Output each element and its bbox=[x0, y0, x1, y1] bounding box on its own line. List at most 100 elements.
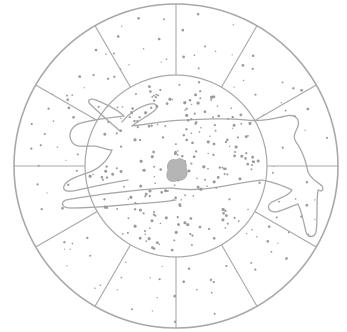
star-dot bbox=[194, 54, 196, 56]
star-dot bbox=[285, 110, 287, 112]
star-dot bbox=[159, 89, 161, 91]
star-dot bbox=[153, 247, 156, 250]
star-dot bbox=[111, 173, 114, 176]
star-dot bbox=[152, 151, 155, 154]
star-dot bbox=[258, 182, 260, 184]
star-dot bbox=[194, 123, 196, 125]
star-dot bbox=[67, 184, 69, 186]
star-dot bbox=[159, 168, 162, 171]
star-dot bbox=[31, 123, 33, 125]
star-dot bbox=[185, 139, 188, 142]
star-dot bbox=[125, 262, 126, 263]
star-dot bbox=[211, 292, 213, 294]
sector-divider bbox=[36, 212, 97, 248]
star-dot bbox=[78, 75, 81, 78]
star-dot bbox=[187, 119, 190, 122]
star-dot bbox=[194, 113, 196, 115]
star-dot bbox=[188, 224, 190, 226]
star-dot bbox=[159, 278, 161, 280]
star-dot bbox=[251, 229, 253, 231]
star-dot bbox=[129, 116, 131, 118]
star-dot bbox=[120, 145, 122, 147]
star-dot bbox=[252, 54, 255, 57]
star-dot bbox=[113, 52, 115, 54]
hare-hind-leg bbox=[262, 142, 323, 237]
star-dot bbox=[175, 143, 177, 145]
star-dot bbox=[184, 109, 185, 110]
star-dot bbox=[301, 89, 303, 91]
star-dot bbox=[164, 125, 166, 127]
star-dot bbox=[178, 203, 181, 206]
star-dot bbox=[63, 241, 65, 243]
star-dot bbox=[326, 137, 328, 139]
star-dot bbox=[84, 87, 85, 88]
star-dot bbox=[117, 107, 119, 109]
star-dot bbox=[161, 266, 162, 267]
star-dot bbox=[282, 81, 284, 83]
star-dot bbox=[77, 153, 79, 155]
star-dot bbox=[304, 130, 305, 131]
star-dot bbox=[246, 233, 247, 234]
star-dot bbox=[273, 166, 274, 167]
star-dot bbox=[185, 114, 188, 117]
star-dot bbox=[194, 93, 197, 96]
star-dot bbox=[222, 167, 224, 169]
star-dot bbox=[156, 241, 159, 244]
sector-divider bbox=[255, 212, 316, 248]
star-dot bbox=[117, 35, 120, 38]
star-dot bbox=[252, 68, 254, 70]
star-dot bbox=[46, 192, 47, 193]
star-dot bbox=[244, 157, 247, 160]
star-dot bbox=[155, 96, 157, 98]
star-dot bbox=[68, 106, 71, 109]
star-dot bbox=[157, 124, 159, 126]
star-dot bbox=[229, 146, 230, 147]
star-dot bbox=[174, 321, 176, 323]
sector-divider bbox=[222, 245, 258, 306]
star-dot bbox=[189, 99, 192, 102]
star-dot bbox=[105, 165, 107, 167]
star-dot bbox=[281, 102, 282, 103]
star-dot bbox=[250, 262, 252, 264]
star-dot bbox=[40, 144, 42, 146]
star-dot bbox=[248, 122, 251, 125]
star-dot bbox=[151, 96, 153, 98]
star-dot bbox=[149, 277, 150, 278]
star-dot bbox=[240, 155, 243, 158]
star-dot bbox=[164, 189, 167, 192]
star-dot bbox=[139, 185, 142, 188]
star-dot bbox=[136, 120, 138, 122]
star-dot bbox=[145, 240, 147, 242]
star-dot bbox=[144, 230, 146, 232]
star-dot bbox=[66, 98, 69, 101]
star-dot bbox=[174, 196, 177, 199]
star-dot bbox=[233, 24, 234, 25]
star-dot bbox=[129, 196, 132, 199]
star-dot bbox=[197, 102, 200, 105]
star-dot bbox=[142, 169, 144, 171]
star-dot bbox=[268, 225, 271, 228]
star-dot bbox=[228, 198, 230, 200]
star-dot bbox=[182, 280, 185, 283]
star-dot bbox=[66, 95, 68, 97]
star-dot bbox=[177, 150, 179, 152]
star-dot bbox=[306, 181, 308, 183]
star-dot bbox=[177, 154, 179, 156]
star-dot bbox=[86, 237, 88, 239]
star-dot bbox=[188, 268, 190, 270]
star-dot bbox=[207, 153, 208, 154]
star-dot bbox=[149, 195, 151, 197]
star-dot bbox=[134, 208, 136, 210]
star-dot bbox=[189, 233, 191, 235]
star-dot bbox=[159, 243, 161, 245]
star-dot bbox=[154, 182, 156, 184]
star-dot bbox=[104, 170, 107, 173]
star-dot bbox=[157, 297, 158, 298]
star-dot bbox=[198, 81, 200, 83]
star-dot bbox=[212, 116, 214, 118]
star-dot bbox=[224, 210, 226, 212]
star-dot bbox=[300, 215, 302, 217]
star-dot bbox=[44, 133, 46, 135]
star-dot bbox=[47, 108, 49, 110]
center-cluster-icon bbox=[167, 159, 187, 182]
